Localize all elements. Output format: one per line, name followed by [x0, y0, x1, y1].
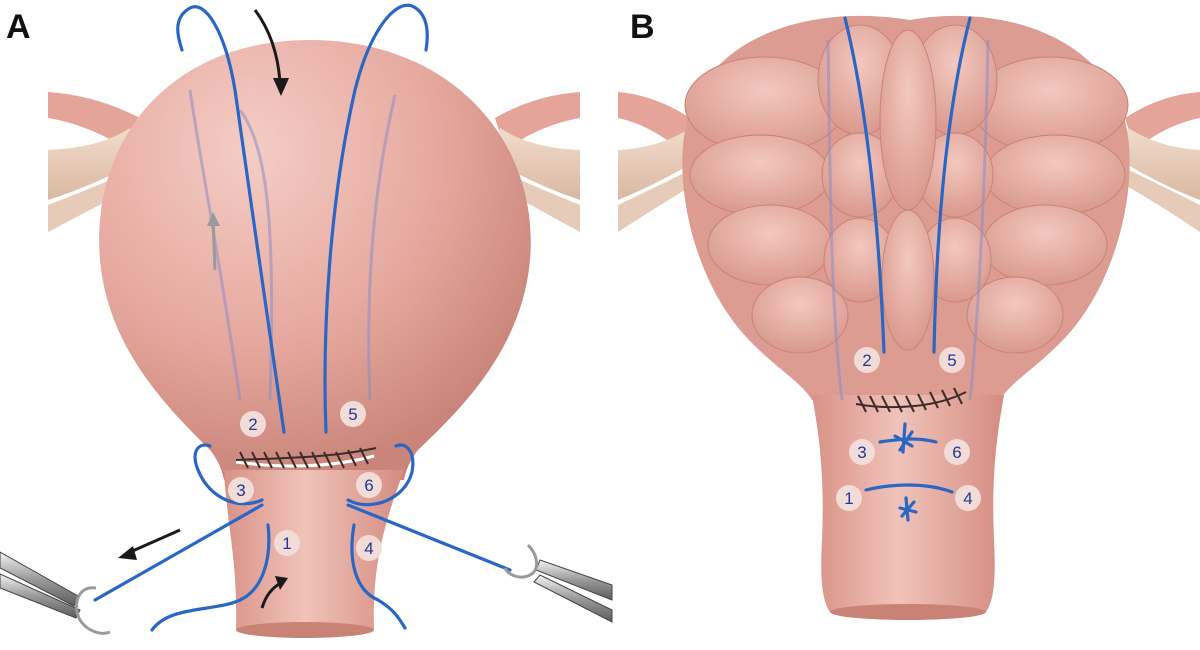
suture-label-2-a: 2 [240, 411, 266, 437]
svg-text:2: 2 [248, 415, 257, 434]
gray-direction-arrow [211, 217, 217, 271]
svg-text:6: 6 [952, 443, 961, 462]
needle-holder-right [503, 543, 613, 623]
svg-text:1: 1 [844, 489, 853, 508]
svg-text:5: 5 [348, 405, 357, 424]
panel-b-letter: B [630, 8, 655, 46]
stitch-line-a [235, 447, 377, 469]
panel-a-letter: A [6, 8, 31, 46]
needle-holder-left [0, 551, 111, 635]
panel-b: B [618, 8, 1200, 620]
stitch-line-b [855, 387, 967, 413]
brace-suture-b [843, 16, 972, 522]
suture-label-3-b: 3 [849, 439, 875, 465]
svg-text:4: 4 [364, 539, 373, 558]
suture-label-5-b: 5 [939, 347, 965, 373]
right-adnexa-b [1120, 92, 1200, 232]
suture-label-5-a: 5 [340, 401, 366, 427]
suture-label-4-b: 4 [955, 485, 981, 511]
suture-label-2-b: 2 [854, 347, 880, 373]
posterior-suture-b [826, 39, 990, 401]
brace-suture-a [93, 3, 512, 632]
svg-text:5: 5 [947, 351, 956, 370]
svg-text:6: 6 [364, 476, 373, 495]
suture-label-6-b: 6 [944, 439, 970, 465]
uterus-body-b [682, 15, 1130, 401]
panel-a: A [0, 3, 613, 638]
svg-text:2: 2 [862, 351, 871, 370]
suture-label-1-a: 1 [274, 530, 300, 556]
suture-label-4-a: 4 [356, 535, 382, 561]
uterus-body-a [99, 40, 531, 480]
suture-label-1-b: 1 [836, 485, 862, 511]
suture-label-3-a: 3 [228, 477, 254, 503]
svg-text:3: 3 [857, 443, 866, 462]
svg-text:3: 3 [236, 481, 245, 500]
svg-text:1: 1 [282, 534, 291, 553]
left-adnexa-b [618, 92, 698, 232]
suture-label-6-a: 6 [356, 472, 382, 498]
svg-text:4: 4 [963, 489, 972, 508]
